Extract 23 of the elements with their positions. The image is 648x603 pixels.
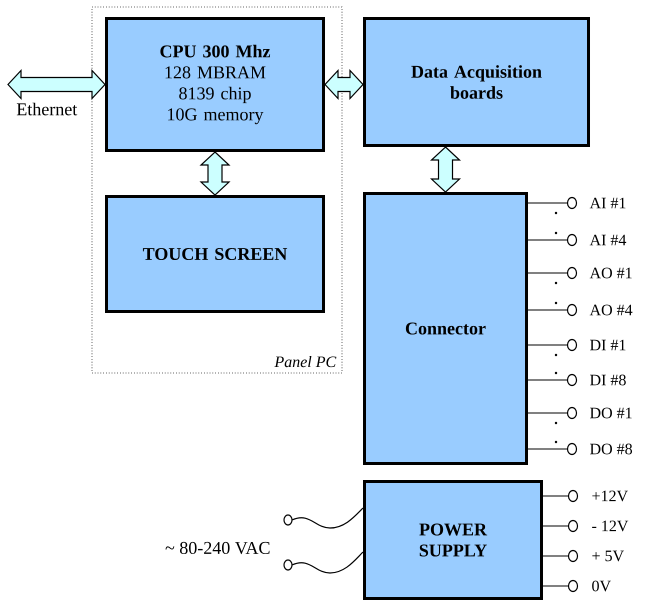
edge-label: Ethernet [16, 102, 78, 116]
pin-label: AO #4 [590, 304, 632, 316]
pin-label: AI #1 [590, 198, 626, 208]
pin-label: + 5V [592, 550, 624, 562]
pin-label: DI #8 [590, 374, 626, 386]
pin-label: 0V [592, 580, 611, 592]
pin-label: DO #8 [590, 444, 632, 454]
pin-label: DI #1 [590, 340, 626, 350]
pin-label: +12V [592, 490, 628, 502]
block-box: TOUCH SCREEN [105, 195, 325, 313]
pin-label: AI #4 [590, 234, 626, 246]
block-box: Connector [363, 192, 528, 465]
input-label: ~ 80-240 VAC [166, 542, 270, 554]
double-arrow [324, 68, 364, 100]
pin-label: AO #1 [590, 268, 632, 278]
block-box: Data Acquisition boards [363, 17, 590, 147]
double-arrow [430, 146, 462, 193]
pin-label: - 12V [592, 520, 628, 532]
block-box: POWER SUPPLY [363, 480, 543, 600]
double-arrow [199, 151, 231, 196]
double-arrow [7, 68, 106, 100]
pin-label: DO #1 [590, 408, 632, 418]
block-box: CPU 300 Mhz 128 MBRAM 8139 chip 10G memory [105, 17, 325, 152]
